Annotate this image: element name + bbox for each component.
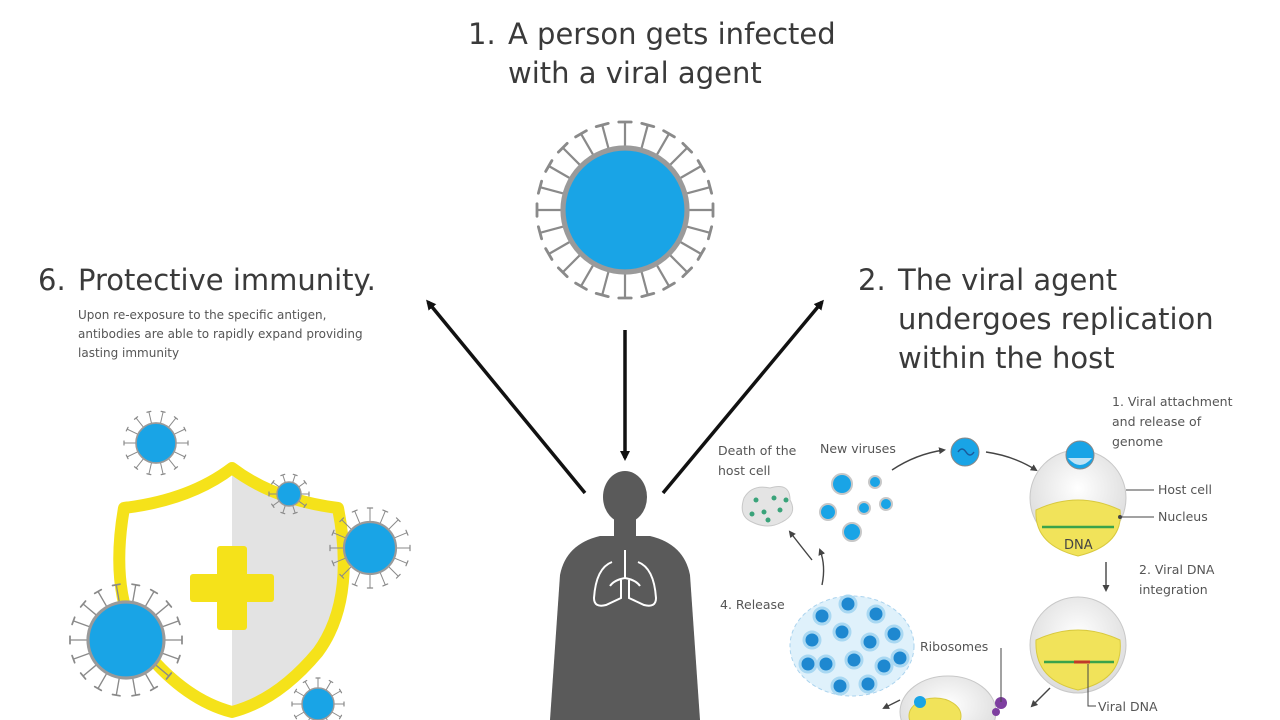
step6-number: 6. — [38, 263, 66, 297]
virus-particle — [831, 473, 853, 495]
lungs-icon — [592, 550, 658, 607]
virus-particle — [879, 497, 893, 511]
label-attachment-3: genome — [1112, 434, 1163, 449]
virus-particle — [816, 654, 836, 674]
virus-particle — [866, 604, 886, 624]
host-cell-1 — [1029, 440, 1127, 557]
cycle-arrow-6 — [818, 548, 826, 586]
virus-particle — [798, 654, 818, 674]
step2-title-line2: undergoes replication — [898, 302, 1214, 336]
label-attachment-2: and release of — [1112, 414, 1202, 429]
cycle-arrow-1 — [891, 447, 946, 471]
step6-title: Protective immunity. — [78, 263, 376, 297]
label-nucleus: Nucleus — [1158, 509, 1208, 524]
virus-particle — [890, 648, 910, 668]
label-viral-dna: Viral DNA — [1098, 699, 1158, 714]
virus-particle — [830, 676, 850, 696]
label-dna: DNA — [1064, 538, 1093, 553]
label-cell-death-1: Death of the — [718, 443, 797, 458]
cycle-arrow-2 — [985, 451, 1038, 472]
label-ribosomes: Ribosomes — [920, 639, 988, 654]
replication-cycle: 1. Viral attachment and release of genom… — [718, 394, 1233, 720]
cell-debris — [749, 511, 755, 517]
label-new-viruses: New viruses — [820, 441, 896, 456]
step2-heading: 2.The viral agent undergoes replication … — [858, 261, 1214, 378]
plus-icon — [190, 546, 274, 630]
main-virus-body — [535, 120, 715, 300]
cycle-arrow-4 — [1030, 687, 1051, 708]
arrow-to-replication — [661, 299, 824, 495]
coronavirus-icon — [123, 410, 189, 476]
immunity-viruses — [69, 410, 411, 720]
virus-particle — [812, 606, 832, 626]
label-host-cell: Host cell — [1158, 482, 1212, 497]
label-cell-death-2: host cell — [718, 463, 770, 478]
coronavirus-icon — [268, 473, 310, 515]
step1-title-line2: with a viral agent — [508, 56, 762, 90]
shield-icon — [113, 462, 350, 718]
cell-debris — [771, 495, 777, 501]
step2-title-line3: within the host — [898, 341, 1115, 375]
label-integration-1: 2. Viral DNA — [1139, 562, 1215, 577]
human-silhouette-icon — [550, 471, 700, 720]
virus-particle — [802, 630, 822, 650]
virus-particle — [857, 501, 871, 515]
cycle-arrow-5 — [882, 699, 901, 709]
virus-particle — [832, 622, 852, 642]
virus-particle — [819, 503, 837, 521]
step6-heading: 6. Protective immunity. — [38, 261, 376, 300]
host-cell-2 — [1029, 596, 1127, 694]
virus-particle — [844, 650, 864, 670]
cycle-arrow-7 — [788, 530, 813, 561]
step1-title-line1: A person gets infected — [508, 17, 836, 51]
step2-number: 2. — [858, 263, 886, 297]
virus-particle — [860, 632, 880, 652]
coronavirus-icon — [69, 583, 183, 697]
virus-particle — [884, 624, 904, 644]
cell-debris — [783, 497, 789, 503]
coronavirus-icon — [291, 677, 345, 720]
dead-host-cell — [741, 486, 794, 527]
coronavirus-icon — [329, 507, 411, 589]
virus-particle — [858, 674, 878, 694]
cell-debris — [753, 497, 759, 503]
cell-debris — [761, 509, 767, 515]
label-release: 4. Release — [720, 597, 785, 612]
host-cell-3 — [899, 675, 1007, 720]
cell-debris — [765, 517, 771, 523]
virus-particle — [868, 475, 882, 489]
virus-particle — [874, 656, 894, 676]
virus-particle — [842, 522, 862, 542]
released-viruses-cluster — [789, 594, 915, 697]
label-attachment-1: 1. Viral attachment — [1112, 394, 1233, 409]
cell-debris — [777, 507, 783, 513]
label-integration-2: integration — [1139, 582, 1208, 597]
step1-number: 1. — [468, 17, 496, 51]
coronavirus-icon — [535, 120, 715, 300]
step1-heading: 1. A person gets infected with a viral ag… — [468, 15, 836, 93]
virus-particle — [838, 594, 858, 614]
free-virus — [950, 437, 980, 467]
new-viruses — [819, 473, 893, 542]
arrow-to-immunity — [426, 299, 587, 495]
step2-title-line1: The viral agent — [898, 263, 1118, 297]
step6-description: Upon re-exposure to the specific antigen… — [78, 308, 363, 360]
